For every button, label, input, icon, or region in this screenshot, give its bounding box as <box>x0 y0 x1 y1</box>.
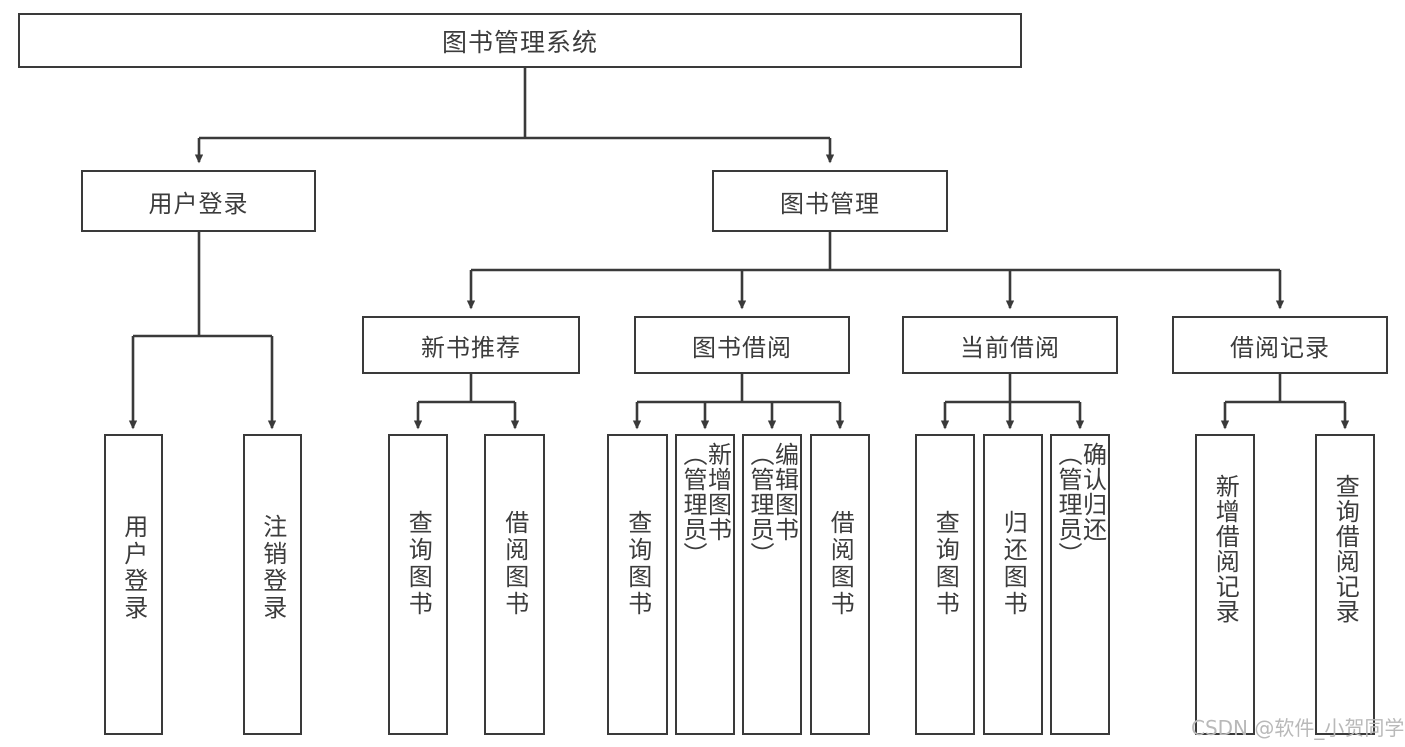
connector-borrowrecord-to-leaves <box>1220 374 1350 430</box>
node-current-borrow[interactable]: 当前借阅 <box>902 316 1118 374</box>
node-label: 借阅图书 <box>826 510 855 618</box>
leaf-query-book-borrow[interactable]: 查询图书 <box>607 434 668 735</box>
node-new-book-recommend[interactable]: 新书推荐 <box>362 316 580 374</box>
leaf-add-book-admin[interactable]: 新增图书 （管理员） <box>675 434 735 735</box>
node-label: 查询图书 <box>404 510 433 618</box>
node-label: 新增图书 （管理员） <box>679 442 732 567</box>
node-label: 新增借阅记录 <box>1211 474 1240 624</box>
leaf-logout-login[interactable]: 注销登录 <box>243 434 302 735</box>
leaf-query-borrow-record[interactable]: 查询借阅记录 <box>1315 434 1375 735</box>
node-label: 注销登录 <box>258 514 287 622</box>
node-label: 当前借阅 <box>960 333 1060 362</box>
node-borrow-record[interactable]: 借阅记录 <box>1172 316 1388 374</box>
node-label: 查询图书 <box>623 510 652 618</box>
connector-currentborrow-to-leaves <box>940 374 1085 430</box>
connector-userlogin-to-leaves <box>128 232 277 430</box>
node-label: 图书管理 <box>780 189 880 218</box>
connector-bookborrow-to-leaves <box>632 374 845 430</box>
leaf-add-borrow-record[interactable]: 新增借阅记录 <box>1195 434 1255 735</box>
node-label: 用户登录 <box>148 189 249 218</box>
node-label: 用户登录 <box>119 514 148 622</box>
leaf-query-book-recommend[interactable]: 查询图书 <box>388 434 448 735</box>
node-root-book-management-system[interactable]: 图书管理系统 <box>18 13 1022 68</box>
node-label: 图书借阅 <box>692 333 792 362</box>
node-label: 查询借阅记录 <box>1331 474 1360 624</box>
node-label: 查询图书 <box>931 510 960 618</box>
leaf-query-book-current[interactable]: 查询图书 <box>915 434 975 735</box>
node-label: 借阅记录 <box>1230 333 1330 362</box>
leaf-borrow-book-recommend[interactable]: 借阅图书 <box>484 434 545 735</box>
connector-root-to-level2 <box>194 68 835 164</box>
node-label: 图书管理系统 <box>441 27 598 57</box>
node-label: 归还图书 <box>999 510 1028 618</box>
node-book-management[interactable]: 图书管理 <box>712 170 948 232</box>
node-user-login[interactable]: 用户登录 <box>81 170 316 232</box>
node-label: 借阅图书 <box>500 510 529 618</box>
leaf-confirm-return-admin[interactable]: 确认归还 （管理员） <box>1050 434 1110 735</box>
node-label: 编辑图书 （管理员） <box>746 442 799 567</box>
leaf-user-login[interactable]: 用户登录 <box>104 434 163 735</box>
leaf-edit-book-admin[interactable]: 编辑图书 （管理员） <box>742 434 802 735</box>
node-book-borrow[interactable]: 图书借阅 <box>634 316 850 374</box>
node-label: 新书推荐 <box>421 333 521 362</box>
connector-newbook-to-leaves <box>413 374 520 430</box>
node-label: 确认归还 （管理员） <box>1054 442 1107 567</box>
connector-bookmgmt-to-level3 <box>466 232 1285 310</box>
leaf-borrow-book[interactable]: 借阅图书 <box>810 434 870 735</box>
leaf-return-book[interactable]: 归还图书 <box>983 434 1043 735</box>
